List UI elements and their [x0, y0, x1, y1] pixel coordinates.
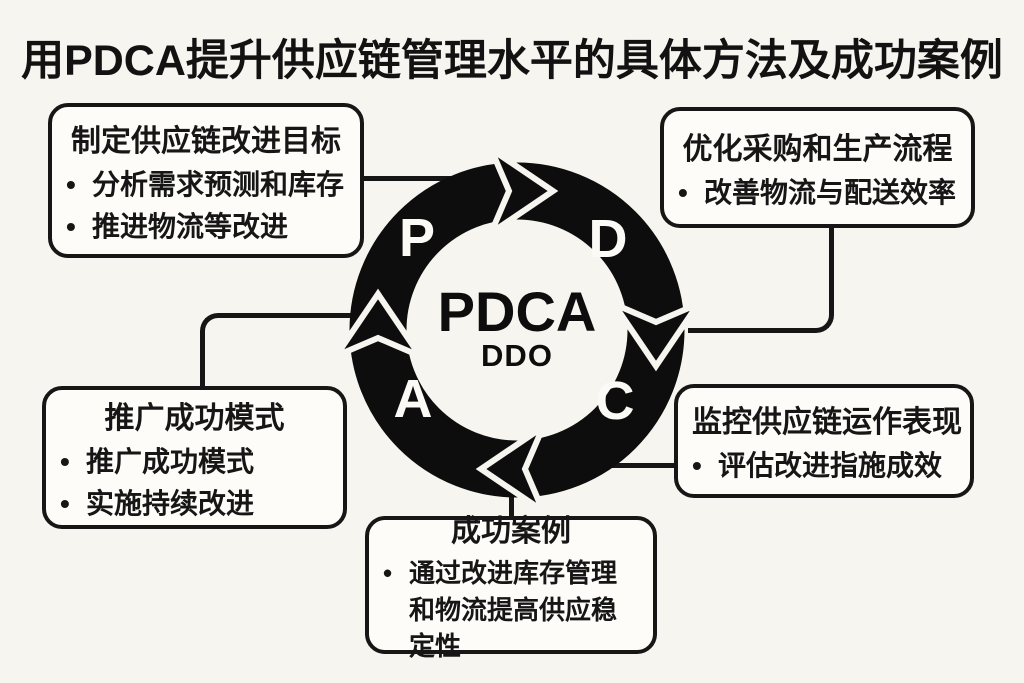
check-bullet-1: • 评估改进指施成效 [692, 446, 956, 485]
connector-act-box [200, 313, 375, 393]
plan-bullet-2: • 推进物流等改进 [66, 207, 346, 246]
connector-do-box [688, 225, 834, 333]
bullet-icon: • [678, 176, 688, 208]
bullet-icon: • [66, 210, 76, 242]
act-bullet-2: • 实施持续改进 [60, 484, 329, 523]
success-case-box: 成功案例 • 通过改进库存管理和物流提高供应稳定性 [365, 515, 657, 661]
cycle-arrow-left-icon [340, 288, 429, 363]
phase-letter-check: C [596, 371, 635, 431]
cycle-arrow-right-icon [605, 297, 696, 372]
plan-bullet-1: • 分析需求预测和库存 [66, 165, 346, 204]
bullet-icon: • [66, 169, 76, 201]
cycle-center-sublabel: DDO [481, 338, 553, 373]
phase-letter-plan: P [399, 208, 435, 268]
success-case-bullet-1: • 通过改进库存管理和物流提高供应稳定性 [383, 555, 639, 664]
plan-box: 制定供应链改进目标 • 分析需求预测和库存 • 推进物流等改进 [48, 103, 364, 258]
success-case-box-title: 成功案例 [451, 515, 571, 549]
bullet-icon: • [60, 487, 70, 519]
phase-letter-act: A [394, 369, 433, 429]
act-bullet-1: • 推广成功模式 [60, 442, 329, 481]
check-box-title: 监控供应链运作表现 [692, 406, 962, 440]
act-box-title: 推广成功模式 [104, 402, 285, 436]
act-box: 推广成功模式 • 推广成功模式 • 实施持续改进 [42, 386, 347, 529]
check-box: 监控供应链运作表现 • 评估改进指施成效 [674, 384, 974, 498]
bullet-icon: • [383, 558, 393, 589]
pdca-cycle-diagram: P D A C PDCA DDO [340, 150, 696, 510]
do-bullet-1: • 改善物流与配送效率 [678, 173, 957, 212]
plan-box-title: 制定供应链改进目标 [71, 125, 341, 159]
bullet-icon: • [60, 446, 70, 478]
cycle-arrow-top-icon [484, 150, 559, 242]
phase-letter-do: D [589, 209, 628, 269]
cycle-center-label: PDCA [438, 280, 597, 343]
do-box-title: 优化采购和生产流程 [682, 132, 953, 166]
connector-check-box [598, 463, 678, 468]
page-title: 用PDCA提升供应链管理水平的具体方法及成功案例 [21, 37, 1003, 85]
connector-case-box [509, 482, 514, 518]
bullet-icon: • [692, 450, 702, 482]
connector-plan-box [361, 176, 456, 181]
do-box: 优化采购和生产流程 • 改善物流与配送效率 [660, 107, 975, 228]
cycle-arrow-bottom-icon [475, 418, 550, 510]
